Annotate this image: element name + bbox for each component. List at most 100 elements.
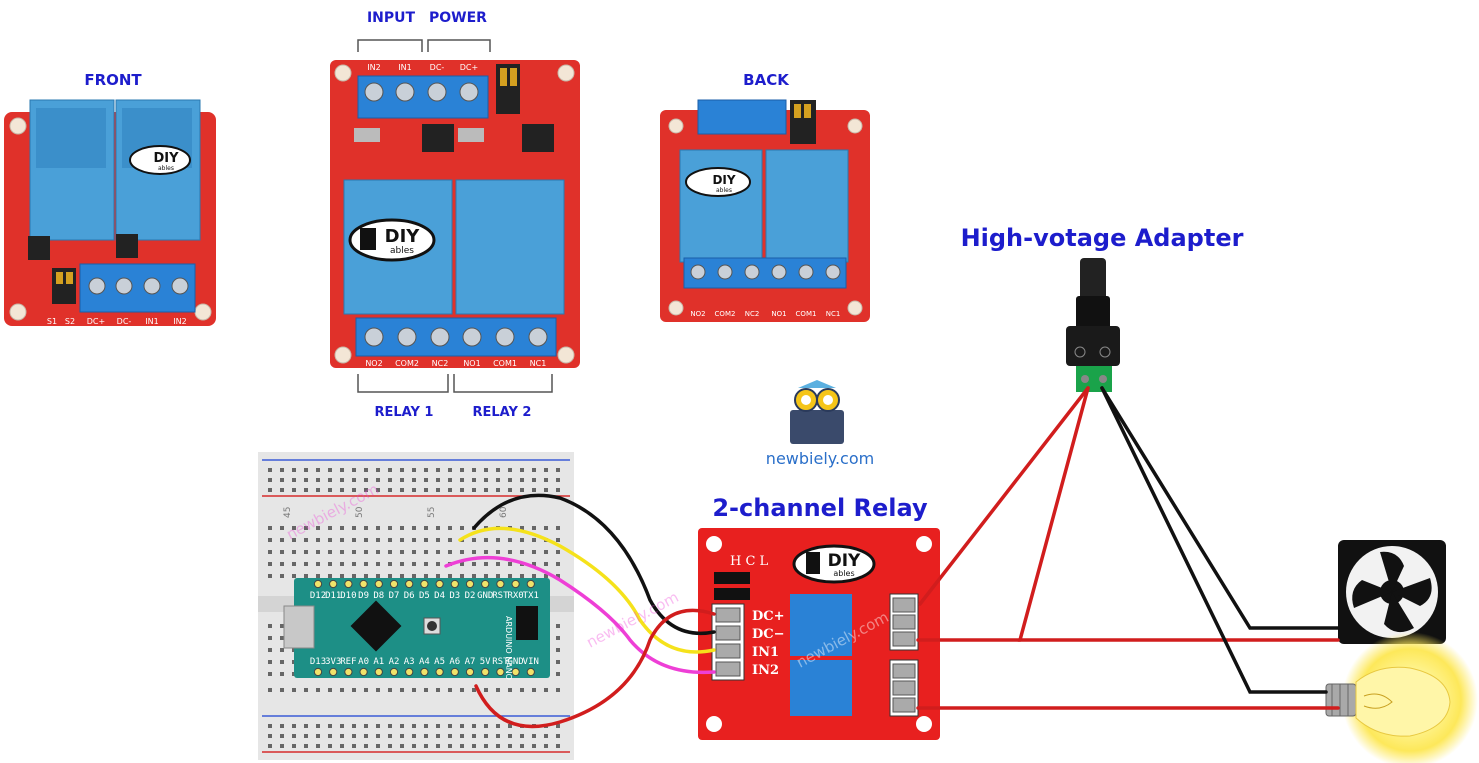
breadboard-hole: [472, 734, 476, 738]
breadboard-hole: [352, 734, 356, 738]
breadboard-hole: [424, 538, 428, 542]
newbiely-owl-logo: [790, 380, 844, 444]
input-power-brackets: [357, 39, 553, 393]
breadboard-hole: [376, 488, 380, 492]
breadboard-hole: [280, 688, 284, 692]
bottom-terminal-label-com2: COM2: [395, 359, 419, 368]
breadboard-hole: [436, 478, 440, 482]
nano-bottom-pin-label: A4: [419, 657, 430, 667]
breadboard-hole: [376, 562, 380, 566]
breadboard-hole: [352, 538, 356, 542]
breadboard-hole: [484, 468, 488, 472]
breadboard-hole: [328, 574, 332, 578]
breadboard-hole: [268, 688, 272, 692]
breadboard-hole: [496, 478, 500, 482]
breadboard-hole: [280, 636, 284, 640]
breadboard-hole: [304, 526, 308, 530]
breadboard-hole: [304, 550, 308, 554]
breadboard-hole: [400, 574, 404, 578]
breadboard-hole: [304, 734, 308, 738]
breadboard-hole: [424, 468, 428, 472]
label-relay-1: RELAY 1: [375, 405, 434, 420]
top-terminal-label-dc-plus: DC+: [460, 63, 478, 72]
breadboard-hole: [400, 468, 404, 472]
relay-pin-dc-plus: DC+: [752, 609, 785, 624]
breadboard-hole: [280, 488, 284, 492]
nano-bottom-pin: [344, 667, 353, 677]
nano-top-pin: [344, 579, 353, 589]
relay-logo-sub: ables: [833, 569, 854, 578]
breadboard-hole: [544, 574, 548, 578]
breadboard-hole: [340, 538, 344, 542]
top-terminal-label-dc-minus: DC-: [430, 63, 445, 72]
breadboard-hole: [496, 468, 500, 472]
breadboard-hole: [268, 538, 272, 542]
breadboard-hole: [424, 734, 428, 738]
front-diy-logo: DIY ables: [129, 145, 191, 175]
breadboard-hole: [472, 538, 476, 542]
breadboard-hole: [448, 574, 452, 578]
label-back: BACK: [743, 71, 790, 89]
breadboard-hole: [484, 562, 488, 566]
breadboard-hole: [292, 574, 296, 578]
nano-bottom-pin-label: A5: [434, 657, 445, 667]
breadboard-hole: [544, 734, 548, 738]
breadboard-hole: [508, 550, 512, 554]
breadboard-hole: [556, 688, 560, 692]
breadboard-hole: [556, 488, 560, 492]
brand-text: newbiely.com: [766, 449, 874, 468]
breadboard-hole: [340, 688, 344, 692]
breadboard-hole: [448, 550, 452, 554]
breadboard-hole: [268, 574, 272, 578]
relay-module-board: H C L DIY ables DC+ DC− IN1 IN2: [698, 528, 940, 740]
breadboard-hole: [280, 526, 284, 530]
nano-top-pin-label: GND: [477, 591, 493, 601]
breadboard-hole: [484, 744, 488, 748]
breadboard-hole: [268, 550, 272, 554]
breadboard-hole: [448, 734, 452, 738]
relay-back-photo: DIY ables NO2 COM2 NC2 NO1 COM1 NC1: [660, 99, 870, 322]
breadboard-hole: [328, 562, 332, 566]
nano-top-pin-label: D9: [358, 591, 369, 601]
breadboard-hole: [472, 724, 476, 728]
breadboard-hole: [532, 478, 536, 482]
breadboard-hole: [436, 538, 440, 542]
nano-bottom-pin: [420, 667, 429, 677]
breadboard-hole: [328, 526, 332, 530]
breadboard-hole: [412, 744, 416, 748]
breadboard-hole: [280, 478, 284, 482]
breadboard-hole: [436, 468, 440, 472]
breadboard-hole: [376, 574, 380, 578]
breadboard-hole: [304, 488, 308, 492]
breadboard-hole: [340, 724, 344, 728]
nano-top-pin: [496, 579, 505, 589]
breadboard-hole: [400, 562, 404, 566]
nano-bottom-pin: [374, 667, 383, 677]
breadboard-hole: [508, 744, 512, 748]
breadboard-hole: [340, 468, 344, 472]
nano-bottom-pin: [481, 667, 490, 677]
nano-top-pin: [450, 579, 459, 589]
breadboard-hole: [400, 744, 404, 748]
nano-top-pin: [405, 579, 414, 589]
nano-top-pin: [389, 579, 399, 589]
breadboard-hole: [508, 724, 512, 728]
breadboard-hole: [508, 574, 512, 578]
nano-top-pin: [329, 579, 338, 589]
bottom-terminal-label-com1: COM1: [493, 359, 517, 368]
nano-top-pin-label: D10: [340, 591, 356, 601]
breadboard-hole: [544, 478, 548, 482]
breadboard-hole: [280, 550, 284, 554]
breadboard-hole: [556, 672, 560, 676]
nano-top-pin-label: D8: [373, 591, 384, 601]
power-adapter-jack: [1066, 258, 1120, 392]
nano-bottom-pin-label: RST: [492, 657, 509, 667]
relay-logo-main: DIY: [828, 551, 861, 571]
nano-bottom-pin-label: 3V3: [325, 657, 341, 667]
breadboard-hole: [304, 562, 308, 566]
breadboard-hole: [316, 488, 320, 492]
nano-top-pin: [435, 579, 444, 589]
breadboard-hole: [496, 574, 500, 578]
breadboard-hole: [472, 688, 476, 692]
